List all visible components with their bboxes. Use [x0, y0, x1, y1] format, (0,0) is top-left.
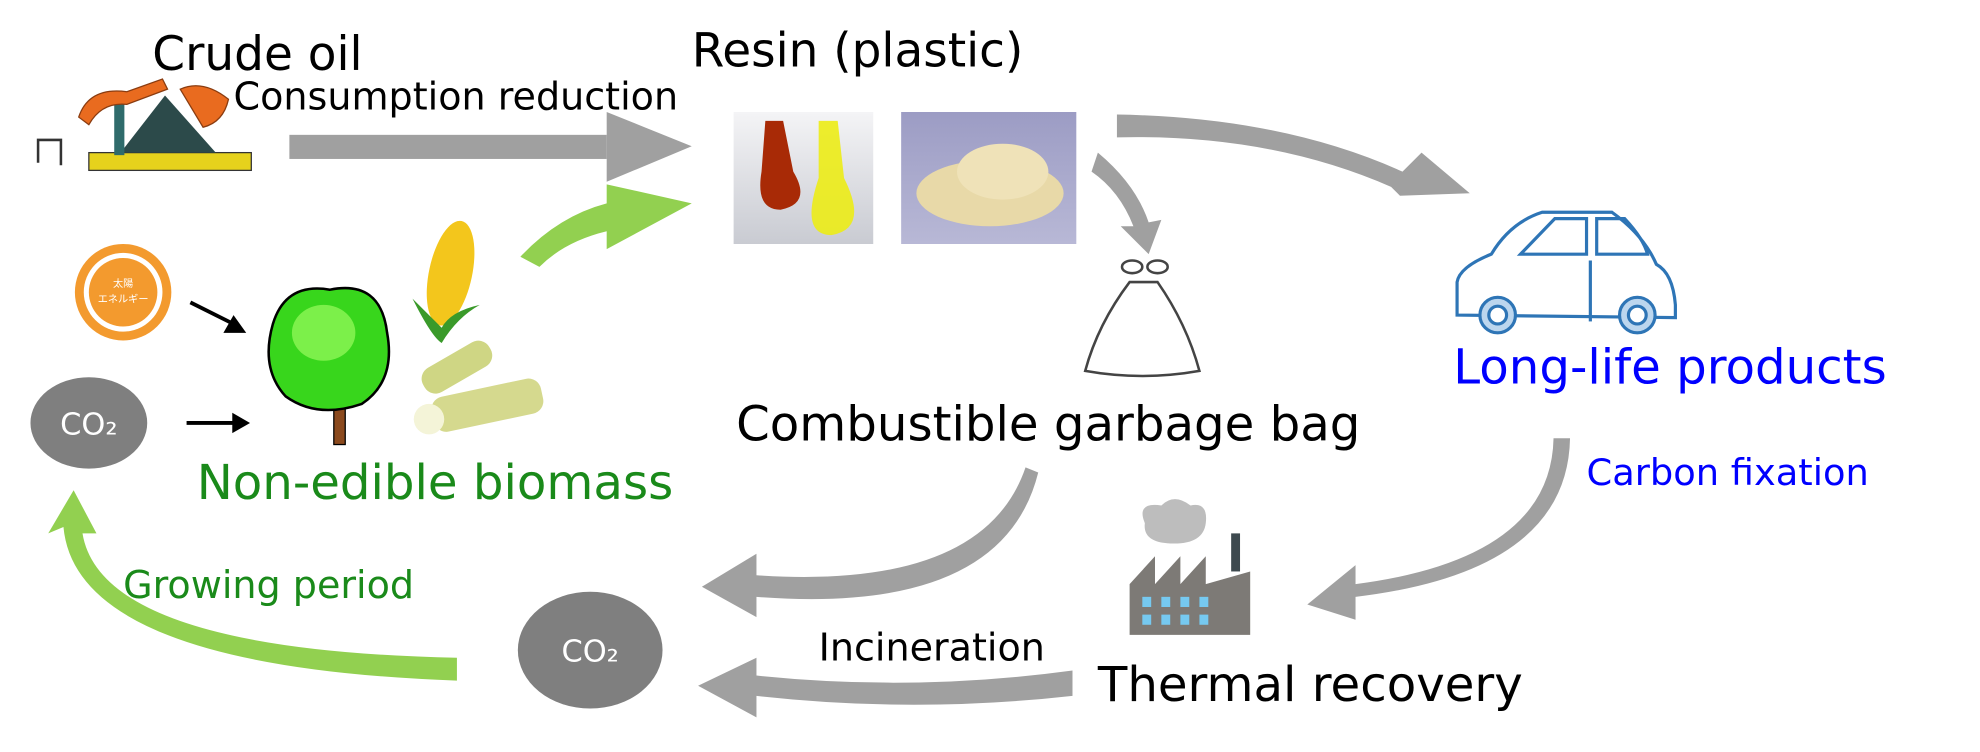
carbon-fixation-label: Carbon fixation: [1587, 451, 1869, 494]
co2-ellipse-bottom: CO₂: [517, 591, 663, 709]
arrow-products-to-thermal-recovery: [1307, 438, 1571, 620]
consumption-reduction-label: Consumption reduction: [234, 74, 679, 118]
resin-label: Resin (plastic): [692, 23, 1024, 78]
flask-photo: [733, 112, 874, 244]
thermal-recovery-label: Thermal recovery: [1097, 657, 1523, 713]
sun-text-line1: 太陽: [113, 277, 133, 290]
long-life-products-label: Long-life products: [1453, 340, 1886, 396]
sugarcane-icon: [413, 340, 544, 435]
arrow-garbage-to-co2: [701, 467, 1039, 618]
garbage-bag-icon: [1083, 259, 1202, 378]
arrow-crude-to-resin: [289, 112, 692, 182]
co2-to-tree-arrow: [186, 412, 251, 434]
co2-top-label: CO₂: [60, 407, 117, 442]
oil-pump-icon: [36, 78, 252, 172]
crude-oil-label: Crude oil: [152, 27, 362, 82]
sun-icon: 太陽 エネルギー: [74, 244, 172, 341]
resin-pellets-photo: [901, 112, 1077, 244]
incineration-label: Incineration: [819, 625, 1045, 669]
factory-icon: [1129, 499, 1251, 635]
corn-icon: [412, 220, 480, 343]
non-edible-biomass-label: Non-edible biomass: [197, 455, 673, 511]
tree-icon: [267, 286, 391, 446]
arrow-biomass-to-resin: [520, 184, 692, 267]
arrow-resin-to-products: [1116, 114, 1470, 196]
car-icon: [1455, 210, 1677, 335]
growing-period-label: Growing period: [123, 563, 414, 607]
combustible-garbage-bag-label: Combustible garbage bag: [736, 397, 1360, 453]
co2-ellipse-top: CO₂: [30, 377, 148, 469]
arrow-co2-to-biomass-growing: [48, 490, 457, 681]
arrow-resin-to-garbage-bag: [1091, 152, 1162, 255]
co2-bottom-label: CO₂: [561, 635, 618, 670]
sun-text-line2: エネルギー: [98, 293, 149, 305]
arrow-thermal-to-co2: [698, 657, 1073, 718]
sun-to-tree-arrow: [189, 300, 247, 333]
